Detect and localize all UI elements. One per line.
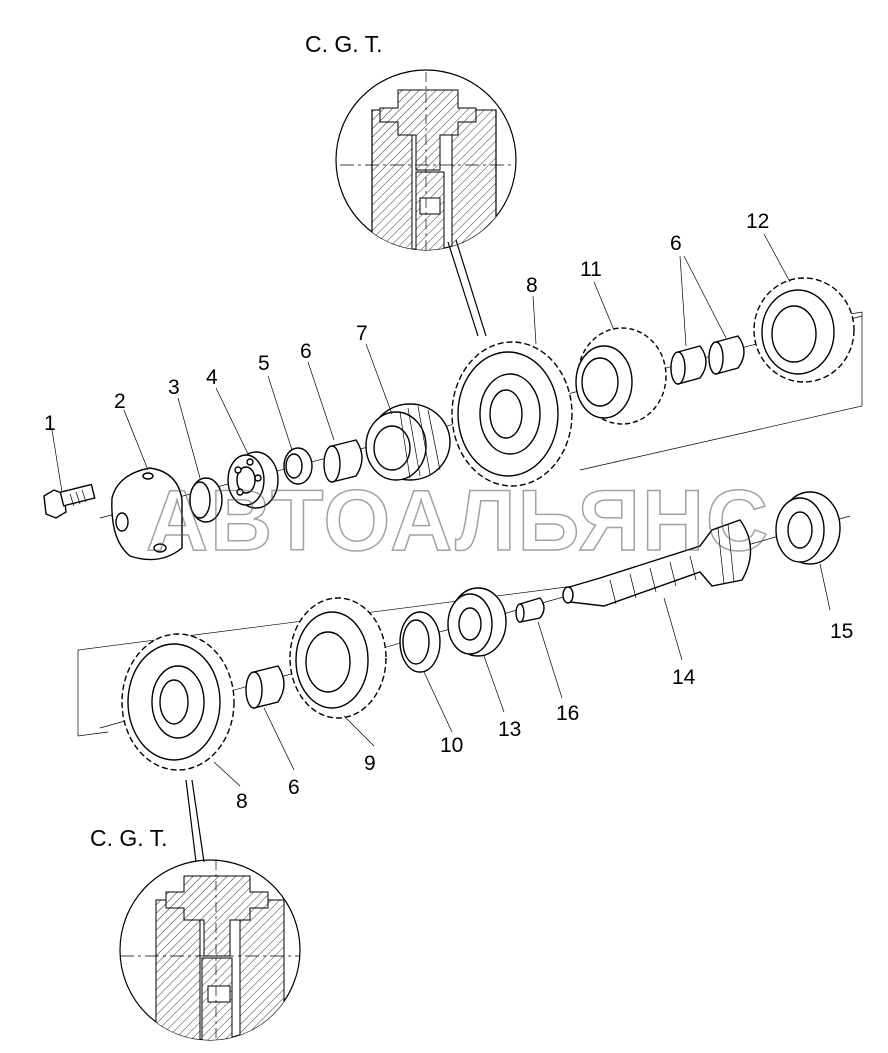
part-10-ring bbox=[399, 611, 441, 673]
label-part-6-a: 6 bbox=[300, 340, 312, 363]
part-3-nut bbox=[189, 477, 223, 523]
label-part-10: 10 bbox=[440, 734, 463, 757]
part-12-gear bbox=[753, 277, 855, 383]
leader-lines bbox=[51, 233, 831, 787]
cgt-label-bottom: C. G. T. bbox=[90, 825, 168, 851]
label-part-6-b: 6 bbox=[670, 232, 682, 255]
label-part-8-a: 8 bbox=[526, 274, 538, 297]
cgt-detail-top bbox=[335, 69, 517, 337]
label-part-16: 16 bbox=[556, 702, 579, 725]
label-part-6-c: 6 bbox=[288, 776, 300, 799]
part-8-ring-gear-upper bbox=[451, 341, 573, 487]
part-6-bushing-lower bbox=[245, 665, 285, 709]
part-1-bolt bbox=[43, 483, 96, 519]
part-15-bearing bbox=[775, 491, 841, 565]
label-part-11: 11 bbox=[580, 258, 602, 281]
part-2-collar bbox=[111, 467, 183, 561]
cgt-label-top: C. G. T. bbox=[305, 31, 383, 57]
part-14-shaft bbox=[562, 519, 752, 607]
part-16-pin bbox=[515, 597, 545, 623]
part-6-bushings-pair bbox=[670, 335, 745, 385]
cgt-detail-bottom bbox=[119, 779, 301, 1041]
label-part-12: 12 bbox=[746, 210, 769, 233]
label-part-1: 1 bbox=[44, 412, 56, 435]
part-8-ring-gear-lower bbox=[121, 633, 235, 771]
part-13-bearing bbox=[447, 587, 507, 657]
label-part-5: 5 bbox=[258, 352, 270, 375]
label-part-14: 14 bbox=[672, 666, 696, 689]
watermark: АВТОАЛЬЯНС bbox=[146, 473, 770, 569]
part-4-bearing bbox=[227, 451, 279, 509]
label-part-4: 4 bbox=[206, 366, 218, 389]
label-part-15: 15 bbox=[830, 620, 853, 643]
label-part-2: 2 bbox=[114, 390, 126, 413]
label-part-7: 7 bbox=[356, 322, 368, 345]
label-part-13: 13 bbox=[498, 718, 521, 741]
label-part-8-b: 8 bbox=[236, 790, 248, 813]
part-6-bushing-upper bbox=[323, 439, 363, 483]
label-part-3: 3 bbox=[168, 376, 180, 399]
label-part-9: 9 bbox=[364, 752, 376, 775]
part-5-ring bbox=[283, 447, 313, 485]
part-11-double-gear bbox=[575, 327, 667, 425]
part-7-gear bbox=[365, 403, 451, 481]
part-9-gear bbox=[289, 597, 387, 719]
